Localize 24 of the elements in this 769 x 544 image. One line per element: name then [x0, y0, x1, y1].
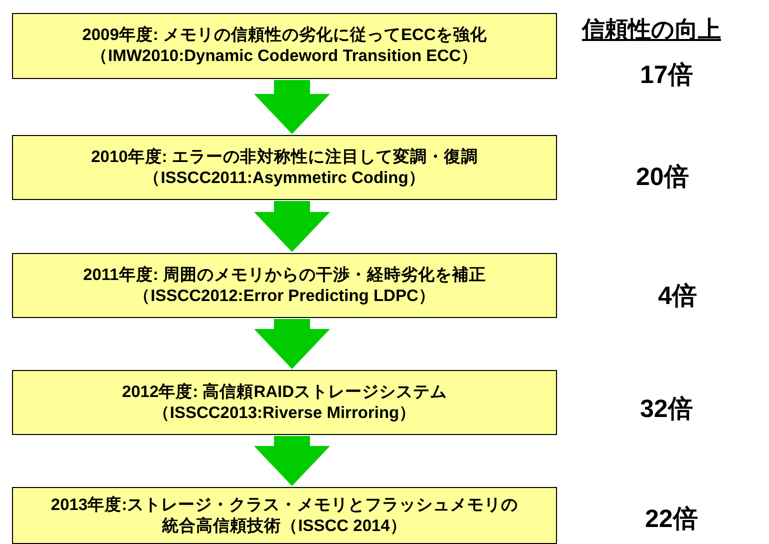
improvement-factor: 20倍: [636, 162, 689, 193]
box-text: 2010年度: エラーの非対称性に注目して変調・復調: [91, 146, 478, 168]
block-arrow: [254, 319, 330, 369]
block-arrow: [254, 80, 330, 134]
improvement-factor: 32倍: [640, 394, 693, 425]
process-box: [12, 135, 557, 200]
process-box: [12, 370, 557, 435]
box-text: 2012年度: 高信頼RAIDストレージシステム: [122, 382, 448, 402]
box-text: （ISSCC2011:Asymmetirc Coding）: [144, 168, 426, 188]
box-text: （ISSCC2012:Error Predicting LDPC）: [134, 286, 436, 306]
improvement-factor: 22倍: [645, 504, 698, 535]
box-text: 2009年度: メモリの信頼性の劣化に従ってECCを強化: [82, 25, 487, 46]
process-box: [12, 13, 557, 79]
box-text: （ISSCC2013:Riverse Mirroring）: [152, 402, 416, 424]
block-arrow: [254, 201, 330, 252]
column-heading: 信頼性の向上: [582, 15, 721, 44]
process-box: [12, 253, 557, 318]
process-box: [12, 487, 557, 544]
box-text: （IMW2010:Dynamic Codeword Transition ECC）: [91, 46, 478, 67]
improvement-factor: 17倍: [640, 60, 693, 91]
block-arrow: [254, 436, 330, 486]
improvement-factor: 4倍: [658, 281, 697, 312]
box-text: 2013年度:ストレージ・クラス・メモリとフラッシュメモリの統合高信頼技術（ISSCC 2014）: [50, 495, 520, 537]
box-text: 2011年度: 周囲のメモリからの干渉・経時劣化を補正: [83, 264, 486, 286]
